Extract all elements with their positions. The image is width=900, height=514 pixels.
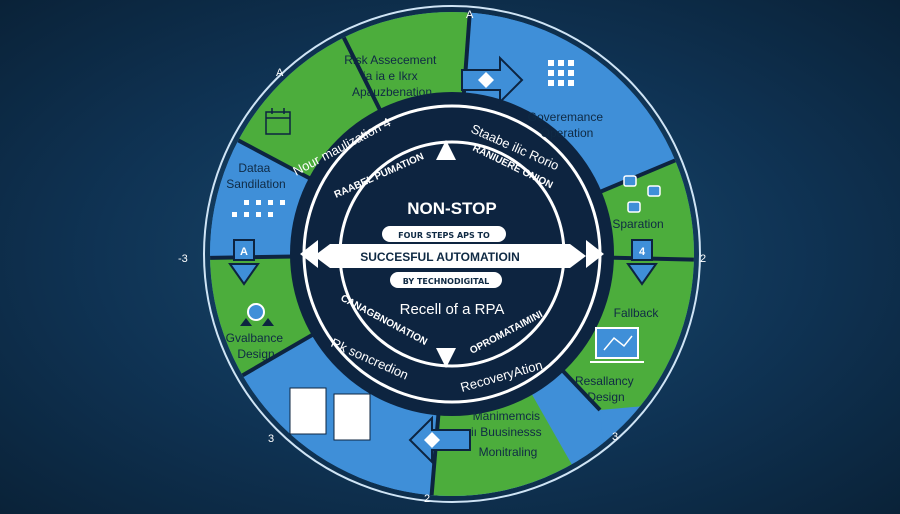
marker-right: 2 xyxy=(700,253,706,265)
banner-small-text: BY TECHNODIGITAL xyxy=(403,277,490,286)
network-nodes-icon xyxy=(623,175,661,213)
arrow-down-right: 4 xyxy=(626,239,658,286)
arrow-left-bottom xyxy=(408,415,471,465)
matrix-grid-icon xyxy=(548,60,574,86)
arrow-right-top xyxy=(461,55,524,105)
marker-top: A xyxy=(466,9,474,21)
grid-dots-icon xyxy=(232,200,285,217)
data-label: Dataa Sandilation xyxy=(226,161,285,191)
marker-top-left: A xyxy=(276,67,284,79)
business-label: Manimemcis iı Buusinesss Monitraling xyxy=(471,409,545,459)
documents-icon xyxy=(289,387,371,441)
marker-bottom: 2 xyxy=(424,493,430,505)
marker-bottom-left: 3 xyxy=(268,433,274,445)
cycle-arrows xyxy=(300,140,604,368)
governance-label: Goveremance Operation xyxy=(528,110,607,140)
arrow-down-right-label: 4 xyxy=(639,246,646,258)
banner-main-right-tip xyxy=(570,244,586,268)
arrow-down-left-label: A xyxy=(240,246,248,258)
center-title: NON-STOP xyxy=(407,199,496,218)
marker-left: -3 xyxy=(178,253,188,265)
target-icon xyxy=(240,303,274,326)
arrow-down-left: A xyxy=(228,239,260,286)
banner-small xyxy=(390,272,502,288)
resiliency-label: Resallancy Design xyxy=(575,374,637,404)
marker-bottom-right: 3 xyxy=(612,431,618,443)
banner-main-left-tip xyxy=(314,244,330,268)
banner-main xyxy=(330,244,570,268)
monitor-chart-icon xyxy=(590,327,644,363)
gvalbance-label: Gvalbance Design xyxy=(226,331,287,361)
outer-rim xyxy=(203,5,701,503)
outer-markers: A A -3 2 2 3 3 xyxy=(178,9,706,505)
calendar-icon xyxy=(265,108,291,135)
banner-top xyxy=(382,226,506,242)
risk-label: Risk Assecement ia ia e Ikrx Apauzbenati… xyxy=(344,53,439,99)
banner-main-text: SUCCESFUL AUTOMATIOIN xyxy=(360,250,520,264)
center-subtitle: Recell of a RPA xyxy=(400,301,505,318)
separation-label: Sparation xyxy=(612,217,663,231)
fallback-label: Fallback xyxy=(614,306,660,320)
banner-top-text: FOUR STEPS APS TO xyxy=(398,231,490,240)
